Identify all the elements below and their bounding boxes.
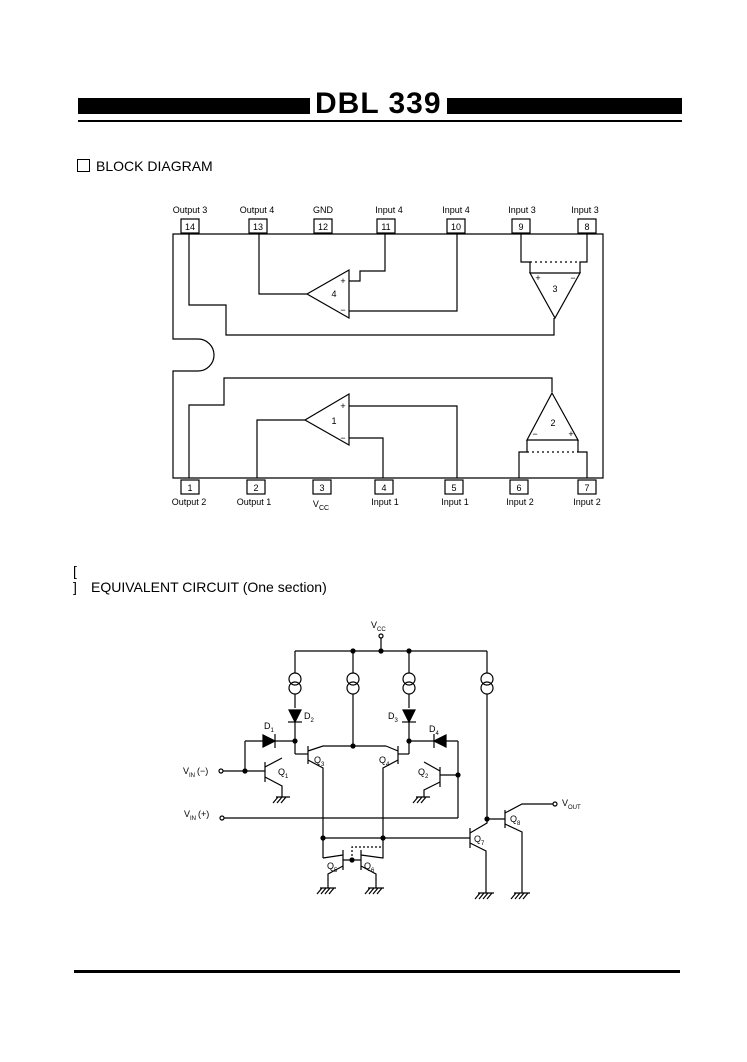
pin-number: 12: [318, 222, 328, 232]
footer-rule: [74, 970, 680, 973]
comparator-plus-sign: +: [568, 429, 573, 439]
pin-label-top: Output 3: [173, 205, 208, 215]
pin-number: 1: [187, 483, 192, 493]
equivalent-circuit-heading: [ ]EQUIVALENT CIRCUIT (One section): [73, 563, 327, 595]
pin-label-bottom: Output 1: [237, 497, 272, 507]
transistor-label: Q4: [379, 755, 390, 768]
transistor-label: Q2: [418, 767, 429, 780]
comparator-number: 3: [552, 284, 557, 294]
pin-label-bottom: Input 2: [506, 497, 534, 507]
comparator-plus-sign: +: [535, 273, 540, 283]
pin-label-bottom: Input 1: [371, 497, 399, 507]
comparator-minus-sign: −: [570, 273, 575, 283]
pin-number: 6: [516, 483, 521, 493]
comparator-number: 1: [331, 416, 336, 426]
pin-label-bottom: Input 1: [441, 497, 469, 507]
checkbox-icon: [77, 159, 90, 172]
pin-label-top: Input 3: [508, 205, 536, 215]
header-rule: [78, 120, 682, 122]
transistor-label: Q6: [364, 861, 375, 874]
comparator-minus-sign: −: [340, 305, 345, 315]
transistor-label: Q8: [510, 814, 521, 827]
comparator-plus-sign: +: [340, 276, 345, 286]
vcc-label: VCC: [371, 620, 386, 633]
pin-label-top: Output 4: [240, 205, 275, 215]
diode-label: D1: [264, 721, 275, 734]
vin-minus-label: VIN(−): [183, 766, 208, 779]
page-title: DBL 339: [315, 87, 442, 120]
transistor-label: Q3: [314, 755, 325, 768]
pin-number: 11: [381, 222, 390, 232]
comparator-plus-sign: +: [340, 401, 345, 411]
pin-number: 3: [319, 483, 324, 493]
pin-number: 8: [584, 222, 589, 232]
pin-number: 4: [381, 483, 386, 493]
pin-label-bottom: Input 2: [573, 497, 601, 507]
bracket-icon: [ ]: [73, 563, 81, 595]
pin-number: 5: [451, 483, 456, 493]
pin-number: 13: [253, 222, 263, 232]
pin-label-bottom: Output 2: [172, 497, 207, 507]
comparator-number: 2: [550, 418, 555, 428]
pin-label-top: Input 3: [571, 205, 599, 215]
comparator-minus-sign: −: [340, 433, 345, 443]
diode-label: D4: [429, 724, 440, 737]
comparator-number: 4: [331, 289, 336, 299]
pin-number: 2: [253, 483, 258, 493]
diode-label: D3: [388, 711, 399, 724]
pin-number: 10: [451, 222, 461, 232]
diode-label: D2: [304, 711, 315, 724]
vout-label: VOUT: [562, 798, 581, 811]
pin-label-top: GND: [313, 205, 334, 215]
pin-number: 9: [518, 222, 523, 232]
transistor-label: Q7: [474, 834, 485, 847]
comparator-minus-sign: −: [532, 429, 537, 439]
vin-plus-label: VIN(+): [184, 809, 209, 822]
pin-label-bottom: VCC: [313, 499, 329, 512]
transistor-label: Q5: [327, 861, 338, 874]
header-bar-right: [447, 98, 682, 114]
pin-number: 14: [185, 222, 195, 232]
pin-label-top: Input 4: [375, 205, 403, 215]
pin-label-top: Input 4: [442, 205, 470, 215]
pin-number: 7: [584, 483, 589, 493]
transistor-label: Q1: [278, 767, 289, 780]
header-bar-left: [78, 98, 310, 114]
block-diagram-heading: BLOCK DIAGRAM: [77, 158, 213, 174]
